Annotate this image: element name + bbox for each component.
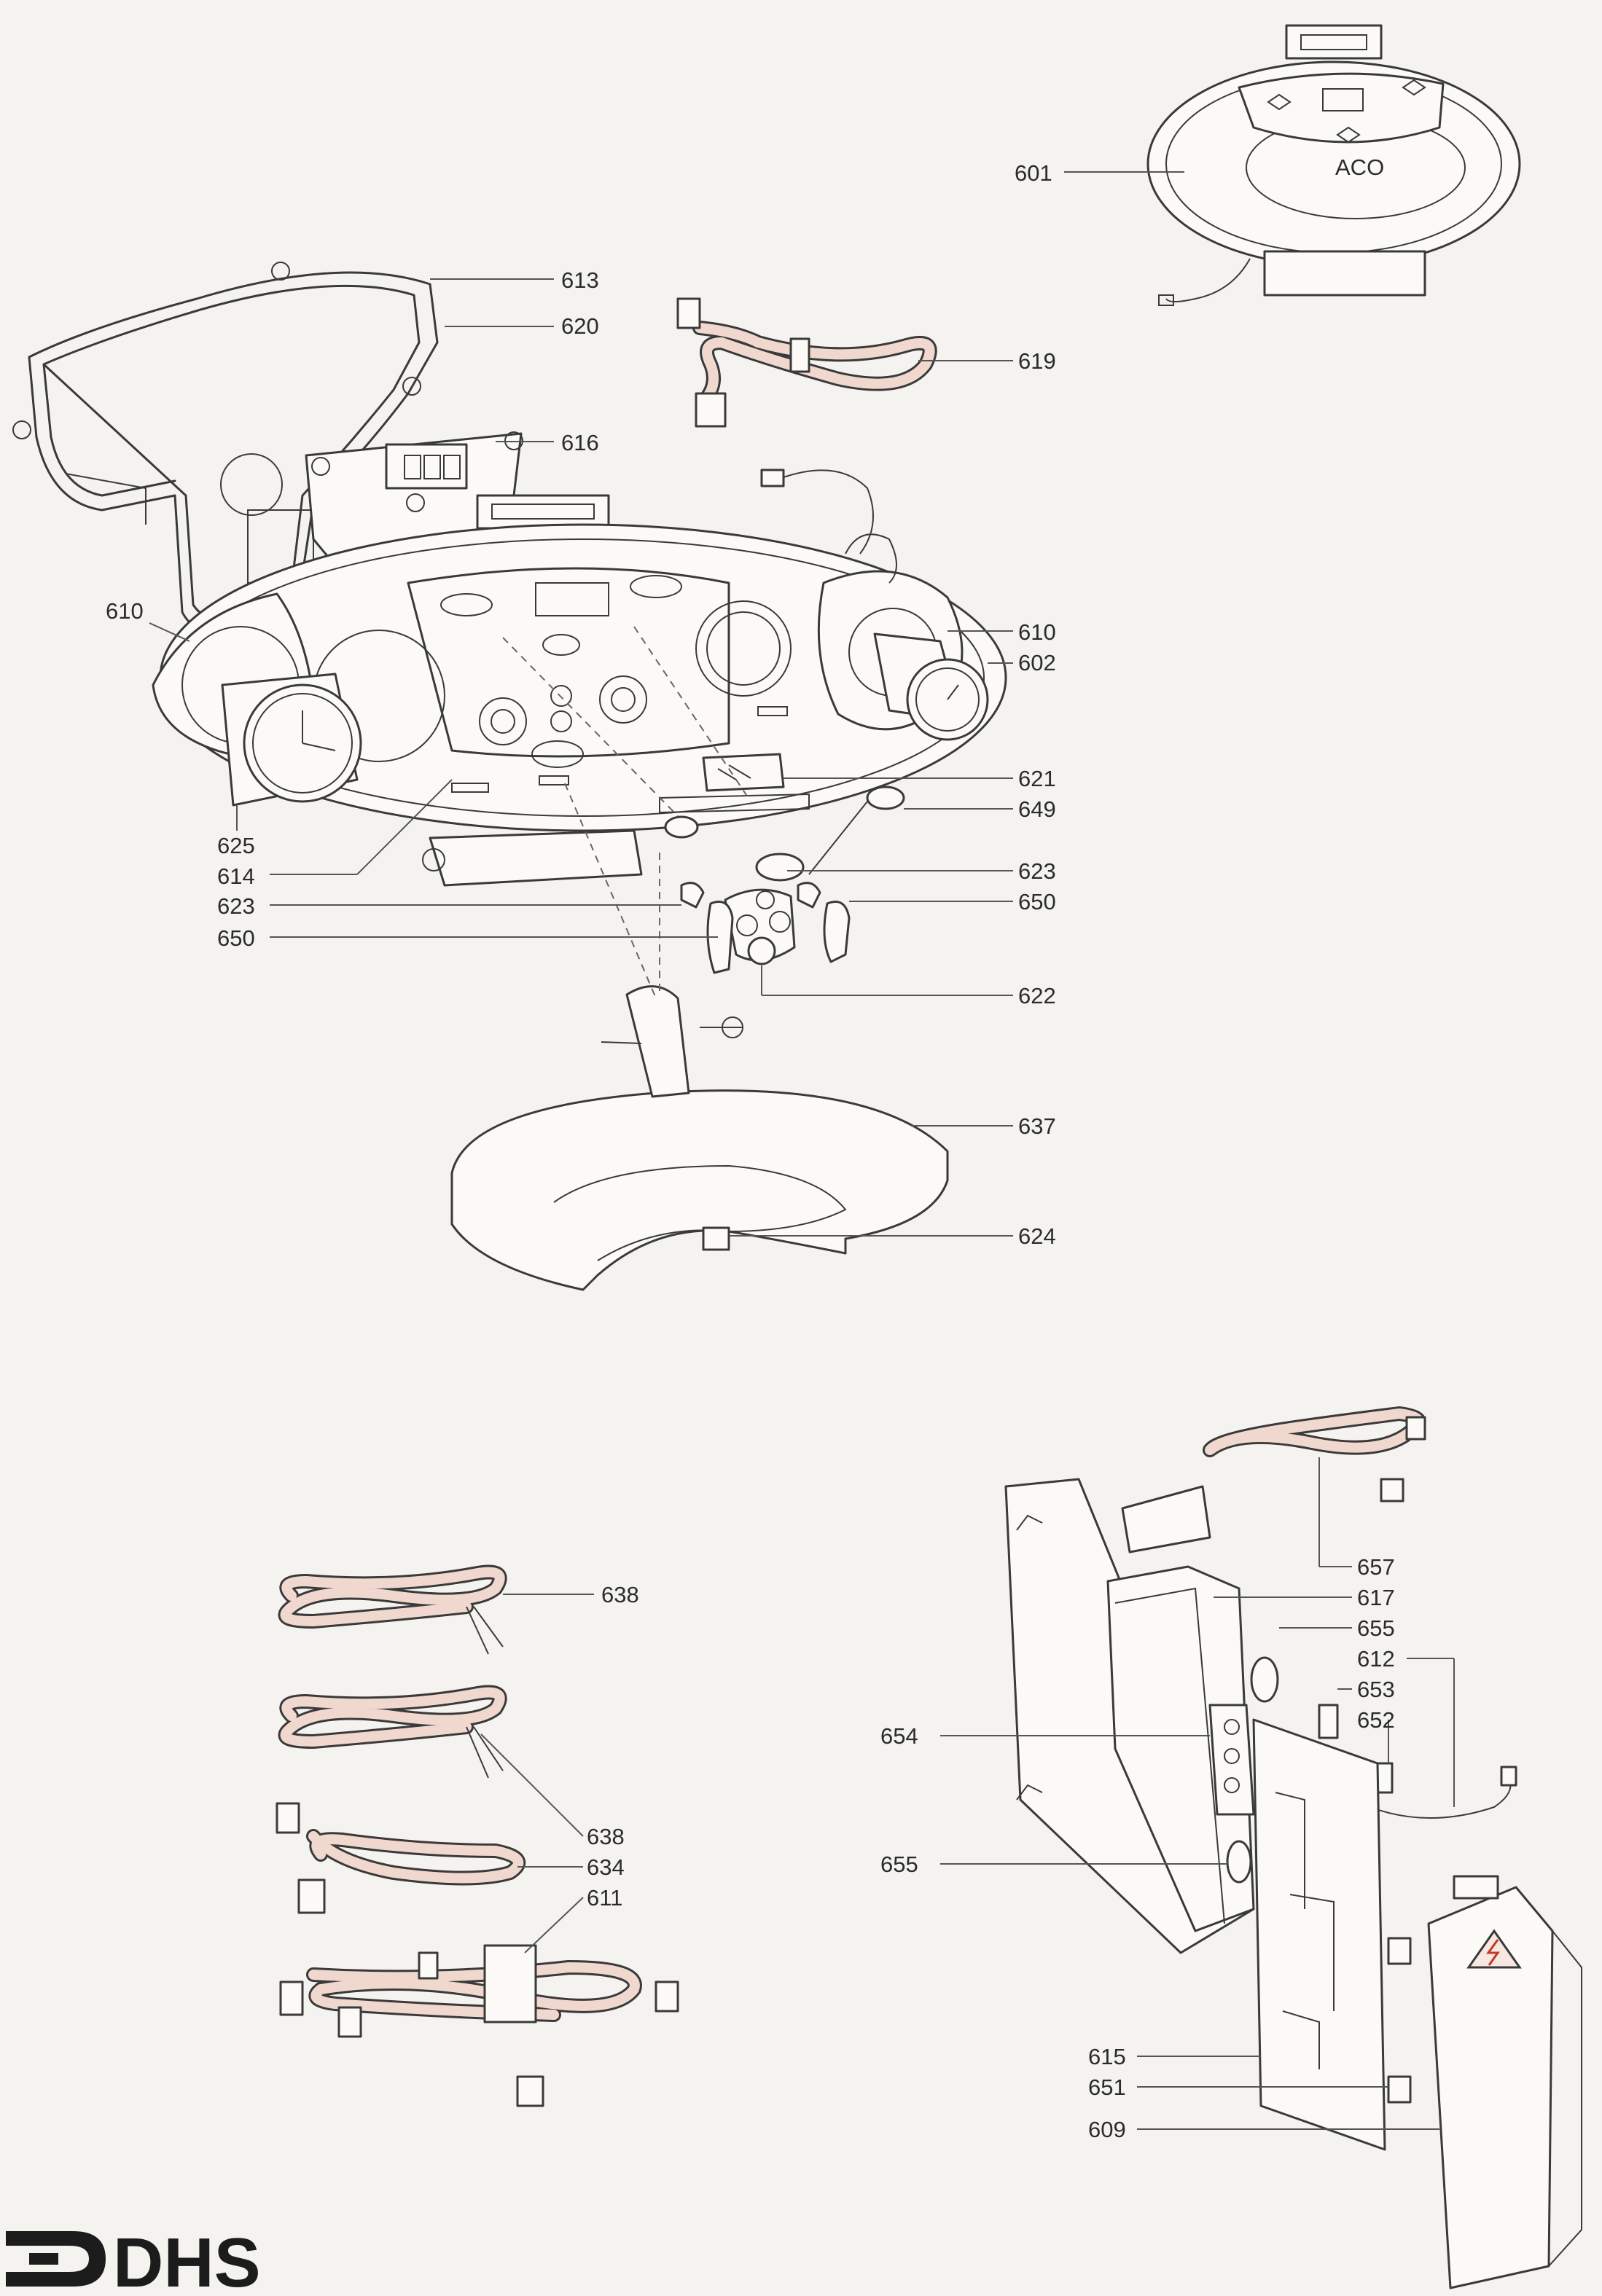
display-window-621: [659, 753, 810, 814]
panel-screen-text: ACO: [1335, 154, 1384, 180]
assembled-control-panel: ACO: [1146, 24, 1521, 306]
callout-609: 609: [1088, 2117, 1126, 2142]
callout-623-left: 623: [217, 893, 255, 919]
callout-623-right: 623: [1018, 858, 1056, 884]
pcb-cover-609: [1427, 1875, 1582, 2289]
dhs-logo-text: DHS: [113, 2224, 261, 2296]
cable-638-top: [278, 1564, 507, 1655]
callout-617: 617: [1357, 1585, 1395, 1610]
callout-638-top: 638: [601, 1582, 639, 1607]
clock-thermostat-625: [221, 673, 362, 807]
callout-622: 622: [1018, 983, 1056, 1008]
callout-610-left: 610: [106, 598, 144, 624]
callout-602: 602: [1018, 650, 1056, 675]
switch-knobs-622-650: [664, 815, 851, 974]
cable-657: [1203, 1406, 1426, 1502]
callout-652: 652: [1357, 1707, 1395, 1733]
dhs-logo: DHS: [6, 2224, 261, 2296]
cable-634: [276, 1802, 526, 1914]
callout-650-left: 650: [217, 925, 255, 951]
callout-labels: 601 613 620 619 616 610 610 602 621 649 …: [106, 160, 1395, 2142]
callout-611: 611: [587, 1885, 622, 1911]
callout-655-top: 655: [1357, 1615, 1395, 1641]
callout-649: 649: [1018, 796, 1056, 822]
callout-653: 653: [1357, 1677, 1395, 1702]
callout-634: 634: [587, 1854, 625, 1880]
cable-619: [676, 297, 937, 428]
callout-610-right: 610: [1018, 619, 1056, 645]
callout-655-bottom: 655: [880, 1852, 918, 1877]
callout-657: 657: [1357, 1554, 1395, 1580]
bottom-cover-637: [450, 1089, 949, 1291]
main-pcb-615: [1252, 1718, 1412, 2151]
dhs-arrow-logo-icon: [6, 2231, 106, 2287]
callout-613: 613: [561, 267, 599, 293]
callout-624: 624: [1018, 1223, 1056, 1249]
pressure-gauge-602: [873, 632, 989, 741]
terminal-strip-654: [1208, 1704, 1255, 1816]
connector-624: [702, 1226, 730, 1251]
front-panel-614: [159, 523, 1007, 887]
bracket-assembly: [601, 985, 743, 1098]
leader-lines: [149, 171, 1455, 2130]
cable-638-bottom: [278, 1685, 507, 1779]
cable-harness-611: [279, 1944, 679, 2107]
indicator-lens-649: [808, 785, 905, 875]
grommets-655: [1226, 1656, 1279, 1884]
callout-620: 620: [561, 313, 599, 339]
assembly-guide-lines: [502, 626, 751, 999]
callout-650-right: 650: [1018, 889, 1056, 914]
callout-638-bottom: 638: [587, 1824, 625, 1849]
callout-619: 619: [1018, 348, 1056, 374]
callout-654: 654: [880, 1723, 918, 1749]
callout-612: 612: [1357, 1646, 1395, 1672]
callout-625: 625: [217, 833, 255, 858]
sensor-lead: [760, 469, 874, 555]
callout-614: 614: [217, 863, 255, 889]
high-voltage-warning-icon: [1466, 1929, 1522, 1969]
callout-651: 651: [1088, 2074, 1126, 2100]
callout-621: 621: [1018, 766, 1056, 791]
callout-616: 616: [561, 430, 599, 455]
callout-615: 615: [1088, 2044, 1126, 2069]
callout-601: 601: [1015, 160, 1052, 186]
callout-637: 637: [1018, 1113, 1056, 1139]
control-box-housing-617: [1004, 1478, 1255, 1954]
